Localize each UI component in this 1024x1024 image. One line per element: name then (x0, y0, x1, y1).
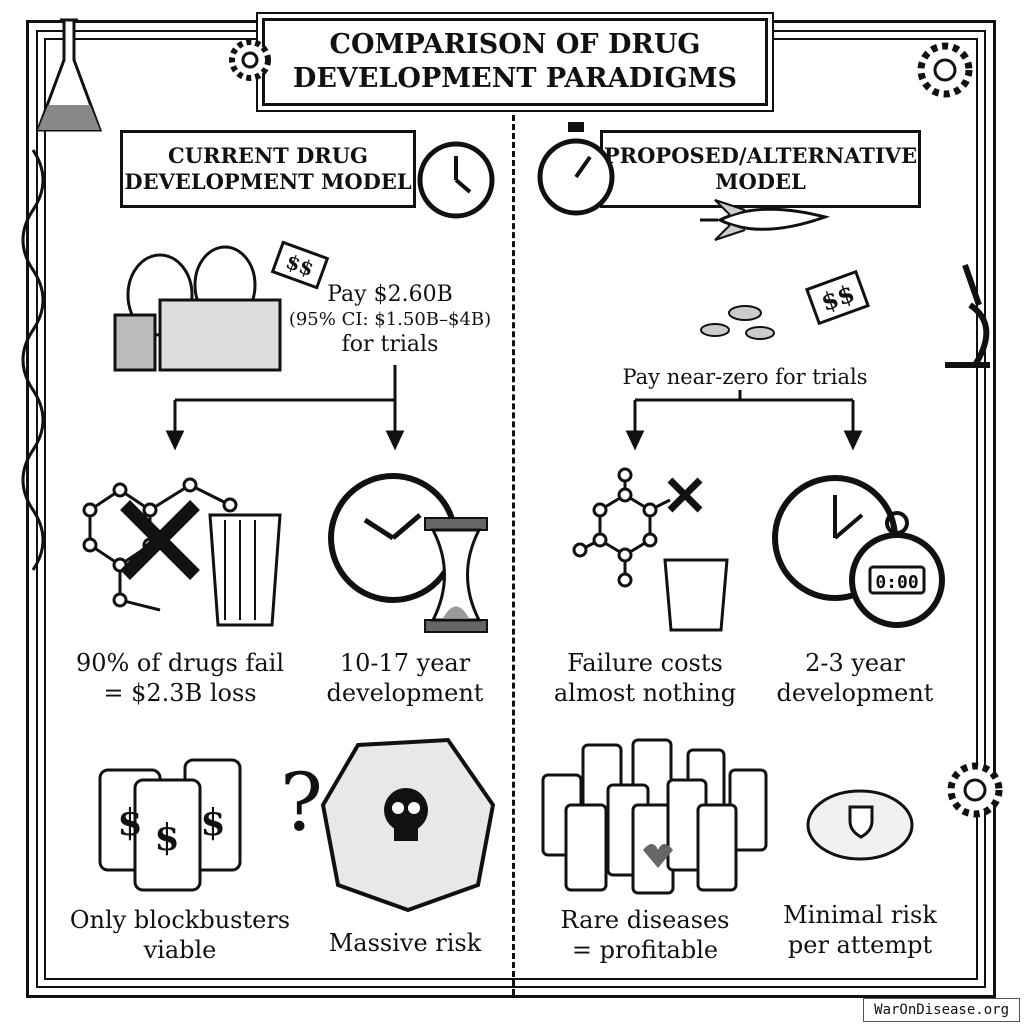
proposed-cost-text: Pay near-zero for trials (622, 365, 868, 389)
header-line-1: PROPOSED/ALTERNATIVE (603, 143, 918, 168)
cost-line-3: for trials (341, 332, 439, 357)
dollar-bottles-icon: $ $ $ ? (98, 756, 323, 892)
outcome-line-1: Minimal risk (783, 901, 937, 929)
watermark: WarOnDisease.org (863, 998, 1020, 1022)
blockbuster-text: Only blockbusters viable (60, 905, 300, 965)
pebble-shield-icon (806, 789, 914, 861)
molecule-cup-icon (572, 467, 729, 632)
outcome-line-2: = $2.3B loss (103, 679, 257, 707)
clock-stopwatch-icon: 0:00 (772, 475, 945, 628)
coins-icon (700, 305, 775, 340)
gear-icon (229, 39, 271, 81)
many-bottles-icon (541, 738, 768, 895)
microscope-icon (945, 264, 990, 368)
stopwatch-icon (537, 122, 615, 216)
rocket-icon (700, 199, 831, 241)
minimal-risk-text: Minimal risk per attempt (765, 900, 955, 960)
clock-icon (417, 141, 495, 219)
outcome-line-2: development (776, 679, 934, 707)
dna-icon (21, 149, 45, 571)
outcome-line-1: 90% of drugs fail (75, 649, 285, 677)
question-mark: ? (280, 756, 323, 849)
outcome-line-1: Failure costs (567, 649, 723, 677)
current-cost-text: Pay $2.60B (95% CI: $1.50B–$4B) for tria… (280, 282, 500, 357)
outcome-line-2: development (326, 679, 484, 707)
drug-failure-text: 90% of drugs fail = $2.3B loss (60, 648, 300, 708)
gear-icon (947, 762, 1003, 818)
gear-icon (917, 42, 973, 98)
section-divider (512, 115, 515, 995)
cost-line-1: Pay $2.60B (327, 282, 453, 307)
outcome-line-1: 10-17 year (339, 649, 471, 677)
outcome-line-1: Rare diseases (560, 906, 730, 934)
header-line-2: MODEL (715, 169, 806, 194)
money-bags-icon (113, 245, 282, 372)
outcome-line-2: almost nothing (553, 679, 737, 707)
flask-icon (35, 18, 103, 132)
outcome-line-2: = profitable (571, 936, 719, 964)
boulder-skull-icon (320, 737, 496, 913)
dollar-symbol: $ (200, 802, 225, 844)
massive-risk-text: Massive risk (328, 929, 482, 957)
current-timeline-text: 10-17 year development (300, 648, 510, 708)
outcome-line-1: Only blockbusters (69, 906, 291, 934)
header-line-1: CURRENT DRUG (168, 143, 368, 168)
title-line-2: DEVELOPMENT PARADIGMS (292, 63, 738, 94)
clock-hourglass-icon (328, 473, 488, 633)
outcome-line-2: per attempt (787, 931, 933, 959)
failed-molecule-icon (82, 477, 282, 627)
dollar-symbol: $ (117, 802, 142, 844)
outcome-line-1: 2-3 year (805, 649, 905, 677)
rare-diseases-text: Rare diseases = profitable (540, 905, 750, 965)
page-title: COMPARISON OF DRUG DEVELOPMENT PARADIGMS (262, 18, 768, 106)
title-line-1: COMPARISON OF DRUG (329, 29, 701, 60)
header-line-2: DEVELOPMENT MODEL (124, 169, 412, 194)
cost-line-2: (95% CI: $1.50B–$4B) (288, 309, 492, 330)
timer-display: 0:00 (875, 572, 918, 593)
dollar-symbol: $ (154, 817, 179, 859)
outcome-line-2: viable (143, 936, 217, 964)
proposed-timeline-text: 2-3 year development (755, 648, 955, 708)
low-failure-cost-text: Failure costs almost nothing (540, 648, 750, 708)
